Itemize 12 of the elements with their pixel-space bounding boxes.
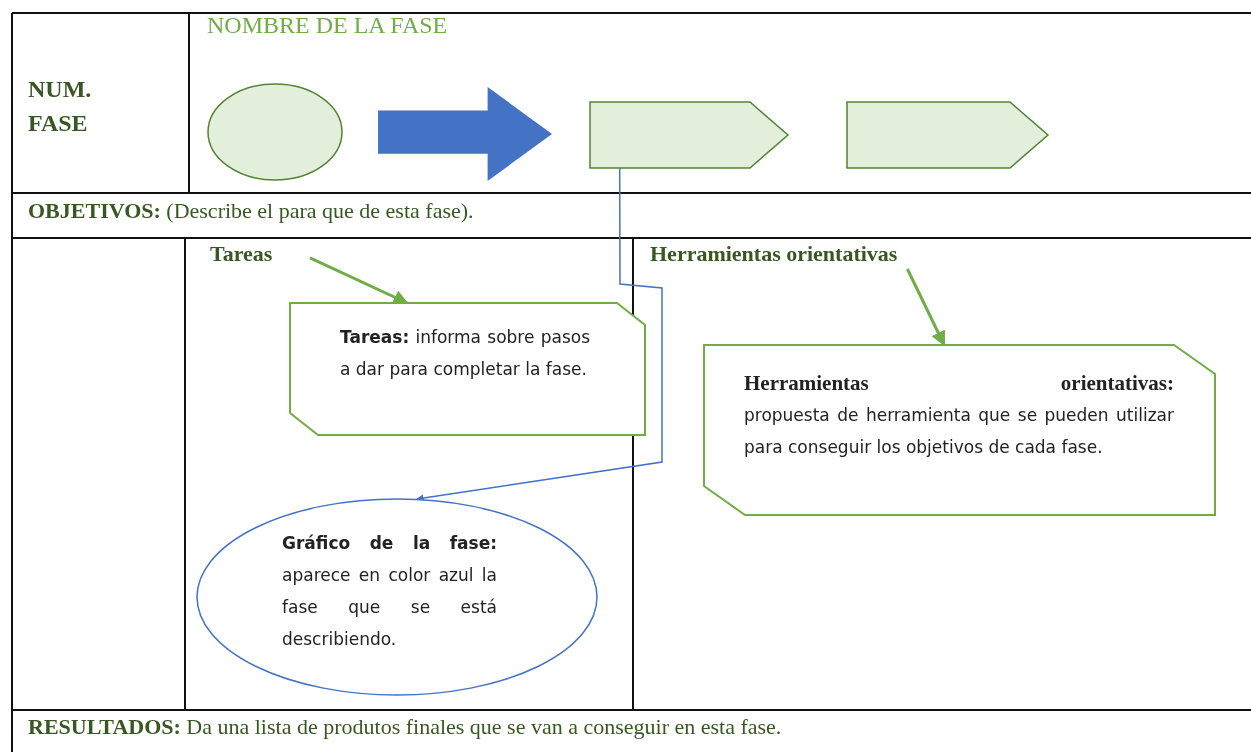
arrow <box>416 167 663 502</box>
callout-text: Gráfico de la fase: aparece en color azul la fase que se está describiendo. <box>282 532 497 651</box>
column-heading: Herramientas orientativas <box>650 241 1040 269</box>
callout-text: Tareas: informa sobre pasos a dar para completar la fase. <box>340 326 590 381</box>
objectives-text: OBJETIVOS: (Describe el para que de esta fase). <box>28 198 474 224</box>
arrow <box>309 256 409 305</box>
callout-text: Herramientas orientativas: propuesta de herramienta que se pueden utilizar para conseguir los objetivos de cada fase. <box>744 370 1174 459</box>
column-heading: Tareas <box>210 241 310 269</box>
phase-name-heading: NOMBRE DE LA FASE <box>207 12 448 39</box>
row-heading: NUM. FASE <box>28 75 93 138</box>
arrow <box>906 268 946 347</box>
results-text: RESULTADOS: Da una lista de produtos finales que se van a conseguir en esta fase. <box>28 714 782 740</box>
